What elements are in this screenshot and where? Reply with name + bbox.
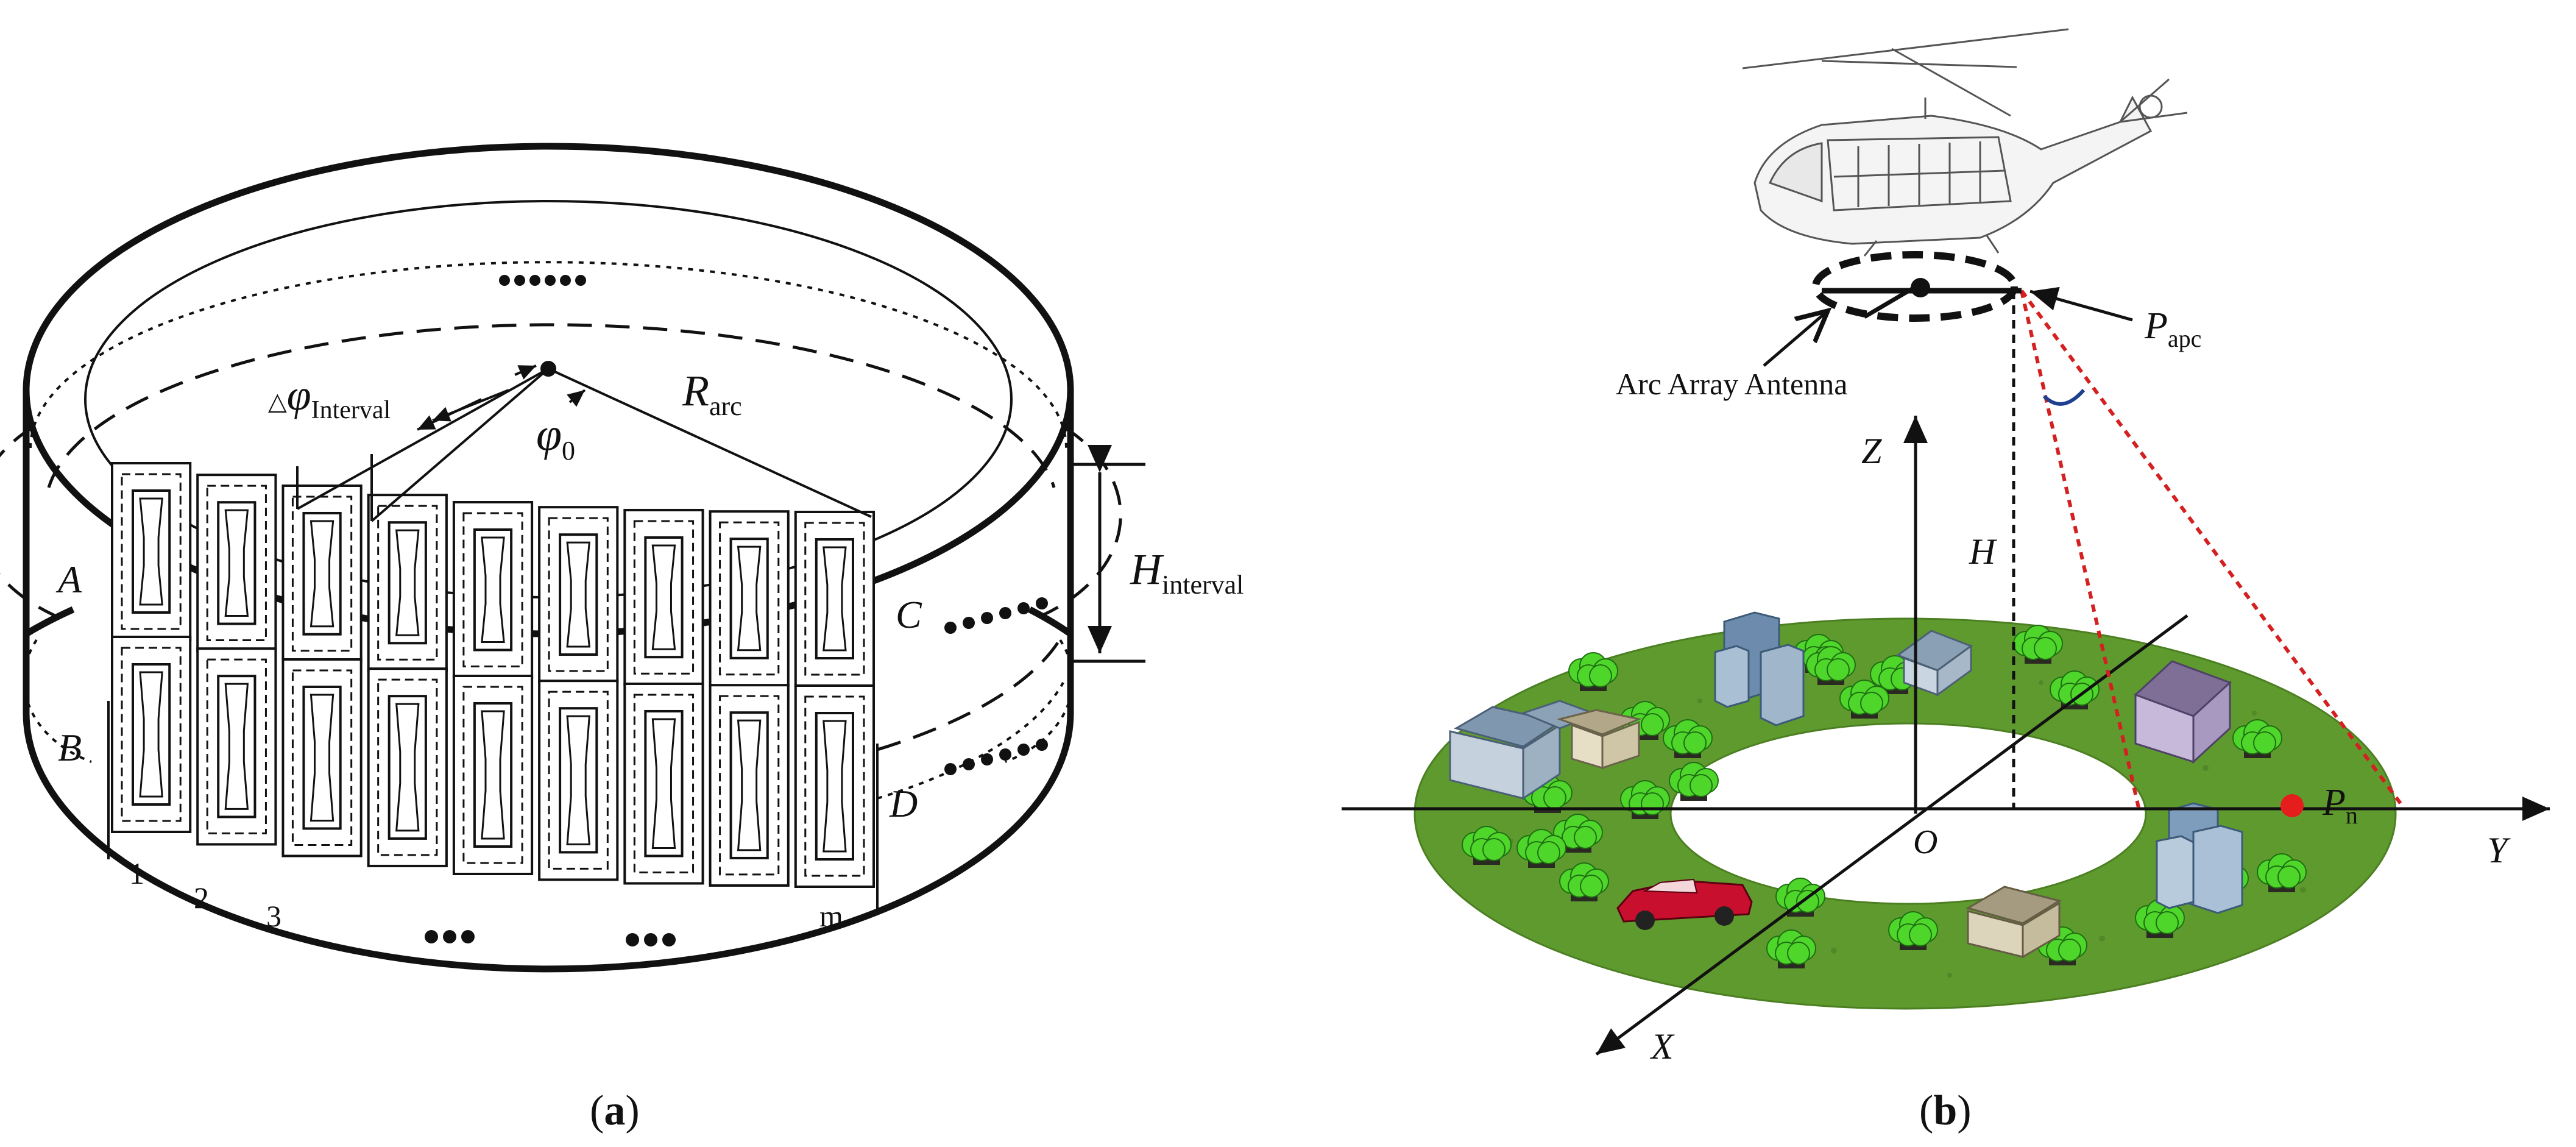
antenna-element bbox=[794, 684, 876, 888]
tree-icon bbox=[1839, 680, 1889, 719]
antenna-element bbox=[196, 647, 277, 846]
antenna-element bbox=[538, 506, 619, 684]
x-axis-label: X bbox=[1650, 1026, 1675, 1067]
purple-house-icon bbox=[2134, 660, 2232, 764]
antenna-element bbox=[367, 494, 448, 672]
tree-icon bbox=[1766, 929, 1816, 968]
tree-icon bbox=[1553, 814, 1603, 853]
y-axis-label: Y bbox=[2487, 830, 2511, 870]
antenna-element bbox=[281, 484, 363, 663]
column-number-2: 2 bbox=[194, 881, 209, 915]
target-label: Pn bbox=[2322, 782, 2358, 829]
beam-angle-arc bbox=[2042, 389, 2086, 406]
antenna-element-grid bbox=[111, 462, 876, 888]
office-building-icon bbox=[1714, 611, 1805, 726]
angle-offset-label: φ0 bbox=[536, 409, 575, 466]
antenna-element bbox=[367, 667, 448, 867]
antenna-element bbox=[709, 510, 790, 687]
panel-a-cylinder-diagram: △φInterval φ0 Rarc Hinterval A B C D 1 2… bbox=[0, 143, 1244, 1134]
tree-icon bbox=[1568, 652, 1618, 691]
column-number-3: 3 bbox=[266, 899, 281, 933]
corner-label-b: B bbox=[58, 726, 82, 769]
antenna-element bbox=[452, 675, 534, 875]
house-cluster-icon bbox=[1449, 700, 1643, 800]
antenna-element bbox=[281, 658, 363, 858]
antenna-element bbox=[794, 511, 876, 687]
tree-icon bbox=[1559, 862, 1609, 901]
antenna-element bbox=[623, 682, 704, 885]
tree-icon bbox=[1888, 911, 1938, 950]
antenna-element bbox=[196, 474, 277, 653]
red-car-icon bbox=[1616, 878, 1753, 930]
helicopter-icon bbox=[1742, 28, 2188, 257]
radius-label: Rarc bbox=[682, 366, 742, 421]
annotation-arrows bbox=[1763, 286, 2133, 367]
antenna-element bbox=[452, 501, 534, 679]
origin-label: O bbox=[1913, 823, 1937, 861]
center-geometry bbox=[296, 361, 872, 522]
caption-b: (b) bbox=[1919, 1087, 1972, 1134]
corner-label-a: A bbox=[55, 558, 82, 601]
tree-icon bbox=[1663, 719, 1713, 758]
panel-b-imaging-scene: Arc Array Antenna Papc Pn Z H O Y X (b) bbox=[1342, 28, 2550, 1134]
antenna-element bbox=[538, 680, 619, 881]
corner-label-d: D bbox=[889, 782, 918, 825]
office-building-right-icon bbox=[2156, 802, 2243, 914]
ellipsis-dots bbox=[425, 275, 1048, 946]
apc-label: Papc bbox=[2144, 305, 2201, 352]
x-axis-line bbox=[1595, 614, 2189, 1056]
z-axis-label: Z bbox=[1861, 431, 1882, 471]
arc-array-antenna bbox=[1812, 251, 2022, 322]
column-number-1: 1 bbox=[129, 856, 144, 890]
angle-interval-label: △φInterval bbox=[268, 371, 391, 424]
column-number-last: m bbox=[819, 899, 843, 933]
tree-icon bbox=[1669, 762, 1719, 801]
height-interval-label: Hinterval bbox=[1130, 545, 1244, 600]
coordinate-axes bbox=[1342, 416, 2550, 1056]
antenna-label: Arc Array Antenna bbox=[1616, 367, 1847, 401]
tree-icon bbox=[2257, 853, 2307, 892]
tree-icon bbox=[2232, 719, 2282, 758]
tree-icon bbox=[1462, 826, 1512, 865]
antenna-element bbox=[111, 462, 192, 641]
antenna-element bbox=[111, 636, 192, 833]
height-label: H bbox=[1969, 531, 1998, 572]
tree-icon bbox=[1806, 646, 1856, 685]
column-ticks bbox=[107, 701, 879, 914]
antenna-element bbox=[709, 684, 790, 887]
tree-icon bbox=[1516, 829, 1566, 868]
tree-icon bbox=[2013, 625, 2063, 664]
corner-label-c: C bbox=[896, 593, 922, 636]
beige-house-icon bbox=[1966, 886, 2062, 959]
height-dimension bbox=[1069, 445, 1145, 663]
antenna-element bbox=[623, 508, 704, 686]
target-point bbox=[2281, 794, 2304, 817]
caption-a: (a) bbox=[590, 1087, 640, 1134]
